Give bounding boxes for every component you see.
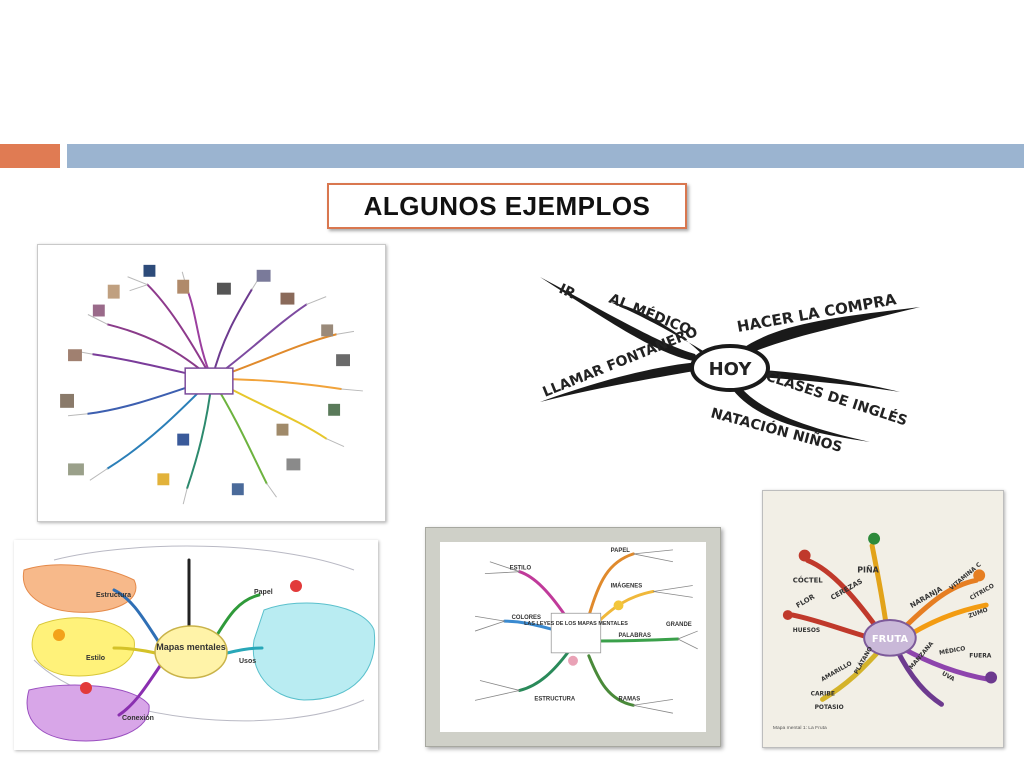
leyes-grande-label: GRANDE [666, 622, 692, 628]
mapas-papel-label: Papel [254, 589, 273, 596]
leyes-ramas-label: RAMAS [619, 696, 641, 702]
fruta-potasio-label: POTASIO [815, 704, 844, 711]
hoy-branch-ir: IR [556, 281, 577, 302]
mindmap-image-mapas: Mapas mentales Estructura Estilo Conexió… [14, 540, 378, 750]
fruta-pina-label: PIÑA [857, 564, 879, 574]
fruta-medico-label: MÉDICO [938, 644, 966, 656]
radial-mindmap-drawing [60, 264, 363, 505]
hoy-branch-fontanero: LLAMAR FONTANERO [541, 324, 701, 401]
hoy-mindmap-drawing: HOY IR AL MÉDICO HACER LA COMPRA LLAMAR … [540, 277, 920, 456]
mapas-center-label: Mapas mentales [156, 642, 226, 652]
fruta-mindmap-drawing: FRUTA CÓCTEL PIÑA FLOR CEREZAS NARANJA V… [773, 532, 998, 731]
title-box: ALGUNOS EJEMPLOS [327, 183, 687, 229]
leyes-center-label: LAS LEYES DE LOS MAPAS MENTALES [524, 621, 628, 627]
leyes-papel-label: PAPEL [611, 548, 631, 554]
hoy-center-label: HOY [709, 359, 753, 380]
fruta-fuera-label: FUERA [969, 653, 992, 660]
leyes-colores-label: COLORES [512, 615, 541, 621]
fruta-flor-label: FLOR [795, 592, 817, 609]
accent-bar-orange [0, 144, 60, 168]
accent-bar-blue [67, 144, 1024, 168]
fruta-caption: Mapa mental 1: La Fruta [773, 725, 827, 731]
fruta-center-label: FRUTA [872, 634, 908, 645]
mapas-mindmap-drawing: Mapas mentales Estructura Estilo Conexió… [22, 545, 376, 742]
mapas-usos-label: Usos [239, 658, 256, 665]
mindmap-image-hoy: HOY IR AL MÉDICO HACER LA COMPRA LLAMAR … [520, 262, 930, 462]
mindmap-image-fruta: FRUTA CÓCTEL PIÑA FLOR CEREZAS NARANJA V… [762, 490, 1004, 748]
page-title: ALGUNOS EJEMPLOS [363, 190, 651, 221]
leyes-palabras-label: PALABRAS [619, 633, 652, 639]
leyes-imagenes-label: IMÁGENES [611, 583, 643, 590]
leyes-estructura-label: ESTRUCTURA [534, 696, 576, 702]
mindmap-image-radial [37, 244, 386, 522]
mapas-conexion-label: Conexión [122, 715, 154, 722]
mindmap-image-leyes: LAS LEYES DE LOS MAPAS MENTALES ESTILO P… [425, 527, 721, 747]
mapas-estilo-label: Estilo [86, 655, 105, 662]
fruta-citrico-label: CÍTRICO [968, 582, 995, 602]
fruta-caribe-label: CARIBE [811, 690, 835, 697]
hoy-branch-natacion: NATACIÓN NIÑOS [709, 403, 844, 455]
leyes-estilo-label: ESTILO [510, 566, 532, 572]
fruta-huesos-label: HUESOS [793, 627, 820, 634]
mapas-estructura-label: Estructura [96, 592, 131, 599]
fruta-coctel-label: CÓCTEL [793, 575, 824, 584]
leyes-mindmap-drawing: LAS LEYES DE LOS MAPAS MENTALES ESTILO P… [474, 548, 698, 714]
